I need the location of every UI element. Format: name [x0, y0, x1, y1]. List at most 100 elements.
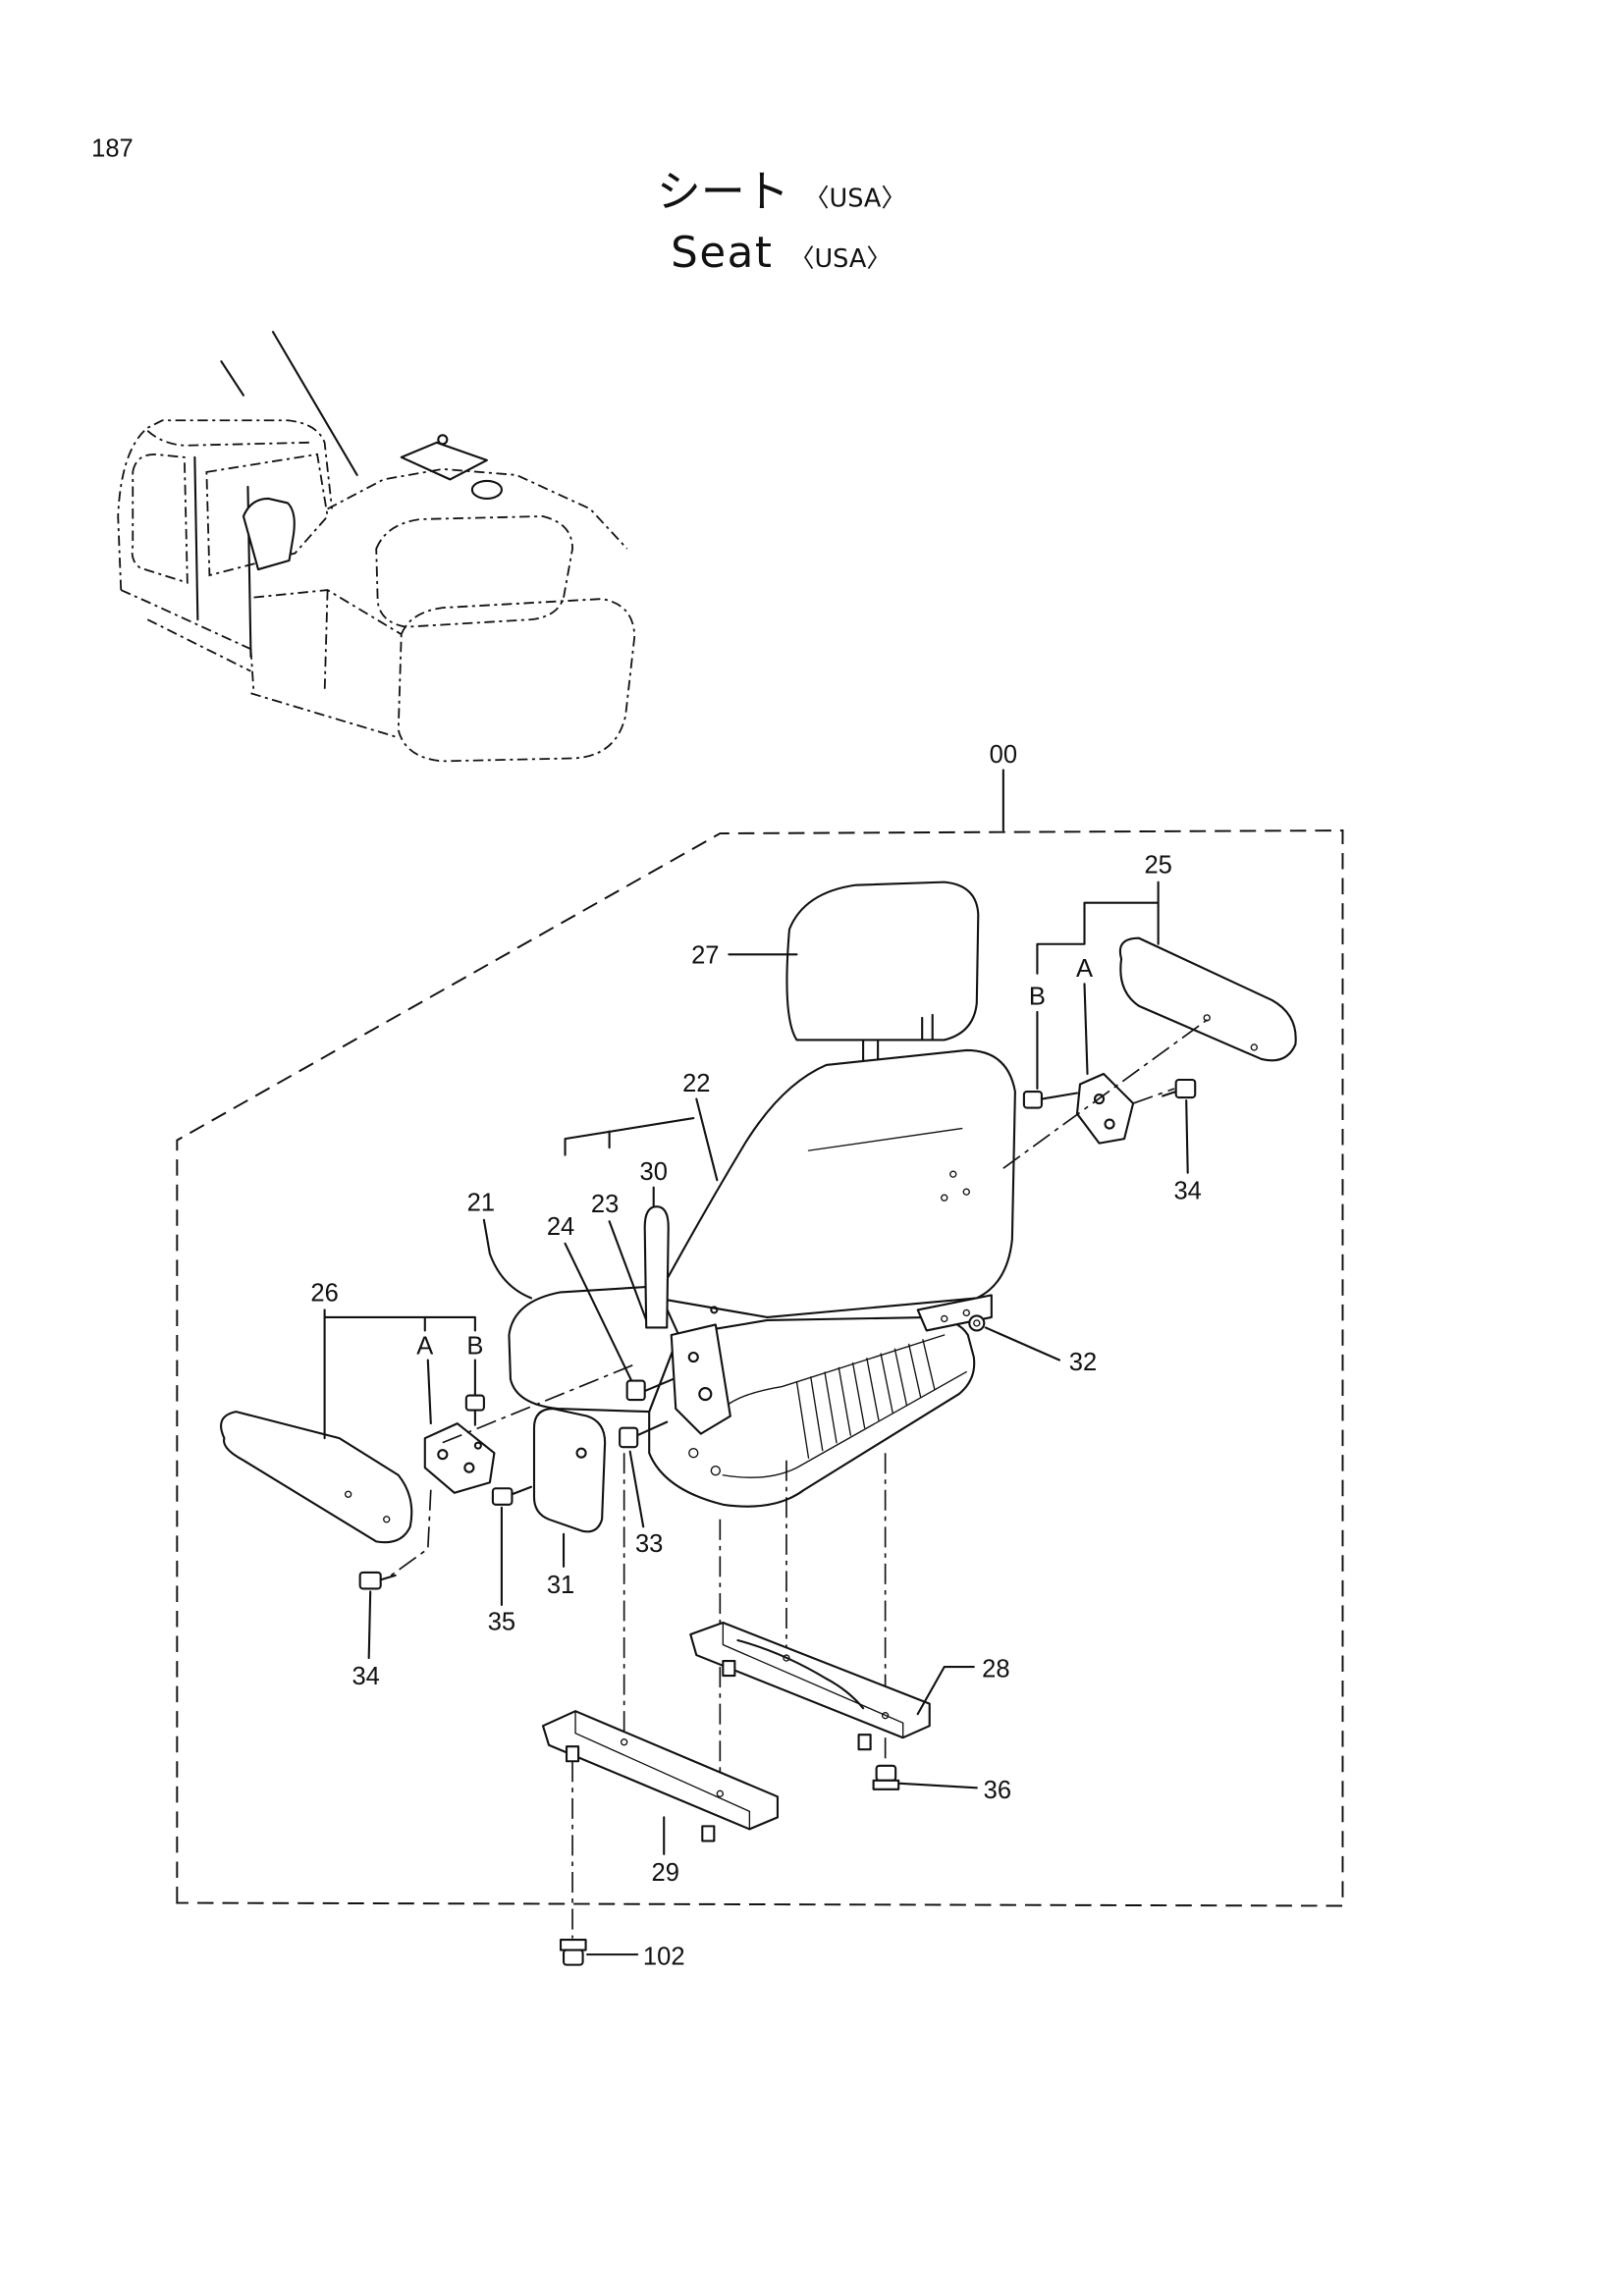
page-title-english: Seat [671, 229, 773, 278]
armrest-hole [344, 1490, 352, 1498]
backrest-hole [949, 1170, 957, 1178]
leader-24 [564, 1242, 633, 1382]
armrest-hole [383, 1516, 391, 1523]
right-armrest [1118, 936, 1297, 1062]
bolt-head [358, 1571, 382, 1590]
left-armrest-bracket [423, 1422, 496, 1494]
callout-25: 25 [1144, 852, 1171, 880]
callout-31: 31 [547, 1572, 574, 1599]
bolt-33 [619, 1420, 669, 1449]
headrest-stays [862, 1013, 934, 1079]
bracket-hole [687, 1351, 699, 1363]
bolt-shaft [379, 1574, 397, 1581]
sketch-body-side [253, 589, 403, 635]
sketch-cab-outline [117, 419, 334, 591]
bracket-hole [710, 1306, 719, 1314]
sublabel-a-left: A [416, 1333, 433, 1361]
leader-28 [916, 1666, 975, 1716]
pad-hole [575, 1447, 587, 1459]
rail-hole [620, 1738, 628, 1746]
right-armrest-body [1118, 936, 1297, 1062]
rail-channel [574, 1710, 751, 1831]
callout-102: 102 [643, 1944, 685, 1971]
leader-34-right [1185, 1098, 1189, 1174]
nut-body [562, 1949, 584, 1966]
sketch-cover-bolt [437, 434, 449, 446]
bolt-shaft [636, 1420, 669, 1437]
bracket-hole [698, 1387, 713, 1402]
seat-base [648, 1294, 993, 1508]
washer-32 [968, 1314, 986, 1332]
sketch-counterweight [397, 598, 636, 763]
leader-32 [984, 1326, 1061, 1362]
page-title-japanese: シート [657, 165, 789, 217]
backrest-body [655, 1048, 1016, 1318]
sketch-body-panel [323, 590, 329, 694]
assembly-boundary [176, 829, 1344, 1907]
callout-35: 35 [488, 1609, 515, 1636]
sublabel-b-right: B [1029, 983, 1046, 1010]
rail-stud [857, 1734, 872, 1751]
guide-line-right-bolt [1132, 1088, 1175, 1104]
bolt-34-right [1162, 1078, 1197, 1099]
bolt-head [619, 1426, 639, 1449]
bracket-hole [437, 1449, 449, 1461]
callout-30: 30 [640, 1158, 668, 1186]
rail-stud [701, 1825, 716, 1842]
leader-36 [898, 1782, 978, 1789]
bracket-25 [1036, 881, 1160, 975]
bracket-hole [1104, 1118, 1115, 1130]
plate-hole [962, 1308, 970, 1317]
sketch-leader-line [271, 331, 358, 476]
sketch-hood [375, 515, 573, 628]
leader-a-right [1083, 983, 1089, 1076]
bolt-36 [872, 1764, 900, 1790]
bolt-head [1174, 1078, 1197, 1099]
seat-side-bracket [670, 1323, 731, 1435]
sublabel-a-right: A [1076, 955, 1093, 983]
bracket-hole [473, 1441, 482, 1450]
callout-00: 00 [990, 741, 1017, 769]
nut-flange [559, 1939, 587, 1951]
bolt-34-left [358, 1571, 397, 1590]
nut-102 [559, 1939, 587, 1966]
bolt-head [875, 1764, 897, 1782]
rail-body [689, 1621, 931, 1739]
sketch-body-lower [146, 618, 399, 739]
page-number: 187 [91, 134, 134, 162]
callout-21: 21 [467, 1190, 495, 1217]
sketch-top-cover [400, 441, 488, 481]
bracket-hole [1093, 1093, 1106, 1105]
plate-hole [941, 1314, 948, 1323]
sketch-cab-side-window [131, 453, 189, 584]
seat-rail-28 [689, 1621, 931, 1751]
backrest-hole [941, 1194, 948, 1201]
rail-body [541, 1710, 779, 1831]
sketch-leader-line [220, 360, 245, 397]
sublabel-b-left: B [466, 1333, 483, 1361]
callout-28: 28 [982, 1656, 1009, 1683]
callout-24: 24 [547, 1213, 574, 1241]
bracket-hole [463, 1462, 475, 1473]
callout-29: 29 [652, 1859, 679, 1887]
sketch-seat [242, 497, 296, 571]
rail-slide-lever [736, 1638, 865, 1710]
rail-channel [722, 1622, 904, 1738]
left-armrest-body [220, 1411, 413, 1544]
left-armrest [220, 1411, 413, 1544]
bolt-head [464, 1394, 485, 1412]
seat-base-hatch [795, 1339, 936, 1459]
rail-hole [716, 1789, 725, 1798]
guide-line-left-armrest [442, 1363, 635, 1444]
rail-stud [565, 1745, 580, 1763]
bolt-shaft [1040, 1092, 1079, 1100]
bolt-shaft [643, 1378, 675, 1393]
bolt-head [625, 1379, 646, 1402]
seat-base-hole [710, 1466, 722, 1476]
callout-22: 22 [682, 1070, 710, 1097]
page-title-region-japanese: 〈USA〉 [804, 184, 906, 213]
sketch-cab-bottom [120, 589, 251, 651]
rail-hole [783, 1654, 790, 1662]
leader-34-left [367, 1590, 372, 1660]
